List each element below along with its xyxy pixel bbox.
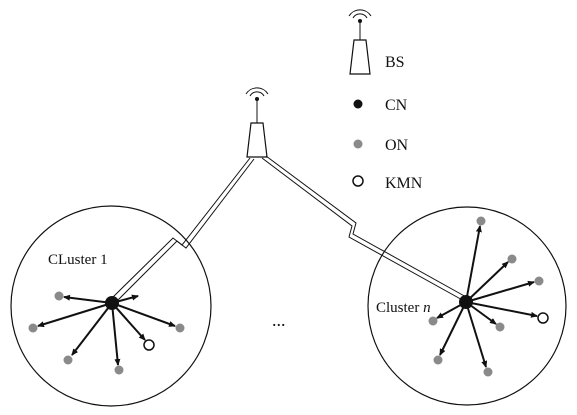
cluster-n-label: Cluster n xyxy=(376,300,431,316)
cluster-n-boundary xyxy=(367,206,567,406)
ordinary-node xyxy=(495,322,505,332)
ordinary-node xyxy=(507,254,517,264)
base-station-icon xyxy=(245,87,269,158)
legend-cn-label: CN xyxy=(385,97,408,114)
ordinary-node xyxy=(483,367,493,377)
ordinary-node xyxy=(476,216,486,226)
cluster-1-links xyxy=(37,294,176,366)
cluster-1-label: CLuster 1 xyxy=(48,252,108,268)
legend-on-icon xyxy=(353,139,363,149)
legend-bs-icon xyxy=(348,9,372,75)
cluster-n: Cluster n xyxy=(367,206,567,406)
legend-cn-icon xyxy=(353,99,363,109)
ordinary-node xyxy=(534,276,544,286)
key-mobile-node xyxy=(537,312,549,324)
ordinary-node xyxy=(63,355,73,365)
legend-on-label: ON xyxy=(385,137,409,154)
cluster-1: CLuster 1 xyxy=(10,205,212,407)
legend-kmn-label: KMN xyxy=(385,175,423,192)
cluster-n-links xyxy=(436,225,538,368)
legend-bs-label: BS xyxy=(385,54,405,71)
legend: BS CN ON KMN xyxy=(348,9,423,192)
ordinary-node xyxy=(114,365,124,375)
ordinary-node xyxy=(54,291,64,301)
ordinary-node xyxy=(175,323,185,333)
ordinary-node xyxy=(428,316,438,326)
ellipsis: ... xyxy=(272,310,286,330)
cluster-1-boundary xyxy=(10,205,212,407)
ordinary-node xyxy=(433,355,443,365)
key-mobile-node xyxy=(143,339,155,351)
wireless-link-cluster-1 xyxy=(111,157,255,303)
cluster-head-node xyxy=(459,295,473,309)
cluster-head-node xyxy=(105,296,119,310)
wireless-link-cluster-n xyxy=(261,155,469,303)
ordinary-node xyxy=(28,323,38,333)
legend-kmn-icon xyxy=(352,175,364,187)
